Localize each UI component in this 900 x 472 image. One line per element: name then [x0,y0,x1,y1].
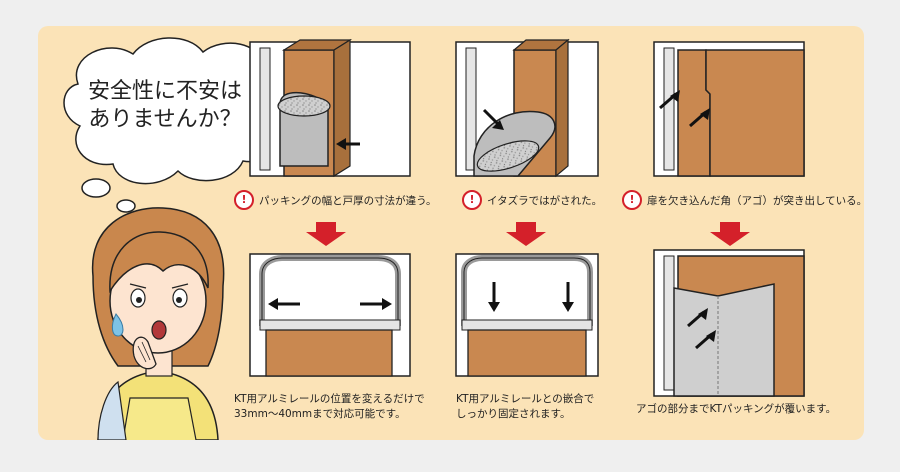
red-arrows [306,222,750,246]
warning-corner: ! 扉を欠き込んだ角（アゴ）が突き出している。 [622,190,864,210]
warning-text: パッキングの幅と戸厚の寸法が違う。 [259,194,437,207]
warning-text: 扉を欠き込んだ角（アゴ）が突き出している。 [647,194,864,207]
caption-line-2: 33mm〜40mmまで対応可能です。 [234,408,406,420]
problem-tamper-illustration [455,38,599,178]
solution-adjustable-illustration [249,253,411,377]
warning-icon: ! [462,190,482,210]
bubble-line-1: 安全性に不安は [87,79,242,104]
caption-line-1: アゴの部分までKTパッキングが覆います。 [636,403,837,415]
bubble-line-2: ありませんか？ [88,107,242,132]
warning-tamper: ! イタズラではがされた。 [462,190,602,210]
caption-line-2: しっかり固定されます。 [456,408,571,420]
illustration-canvas [63,37,805,440]
caption-fitted: KT用アルミレールとの嵌合で しっかり固定されます。 [456,392,594,422]
warning-width: ! パッキングの幅と戸厚の寸法が違う。 [234,190,437,210]
warning-text: イタズラではがされた。 [487,194,603,207]
worried-woman-illustration [91,207,225,440]
problem-corner-illustration [653,41,805,177]
solution-fitted-illustration [455,253,599,377]
warning-icon: ! [234,190,254,210]
caption-adjustable: KT用アルミレールの位置を変えるだけで 33mm〜40mmまで対応可能です。 [234,392,425,422]
info-panel: 安全性に不安は ありませんか？ ! パッキングの幅と戸厚の寸法が違う。 ! イタ… [38,26,864,440]
warning-icon: ! [622,190,642,210]
caption-line-1: KT用アルミレールとの嵌合で [456,393,595,405]
speech-bubble-text: 安全性に不安は ありませんか？ [60,78,270,134]
caption-covered: アゴの部分までKTパッキングが覆います。 [636,402,836,417]
problem-width-illustration [249,38,411,178]
caption-line-1: KT用アルミレールの位置を変えるだけで [234,393,425,405]
solution-covered-illustration [653,249,805,397]
